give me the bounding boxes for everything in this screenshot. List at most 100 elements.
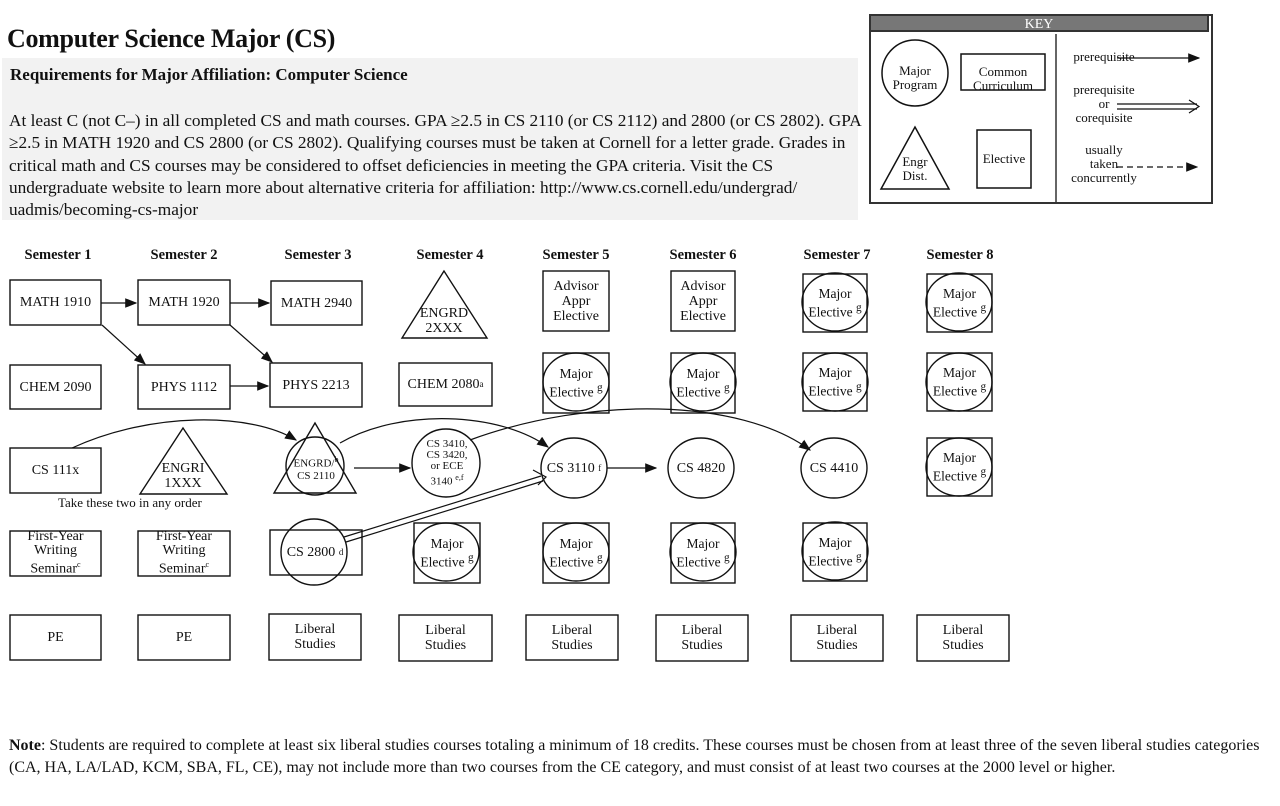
major-elective-7c-box: [802, 522, 868, 582]
cs4410-circle: [800, 437, 868, 499]
cs2800-label: CS 2800 d: [286, 544, 344, 560]
cs111x-box: [9, 447, 102, 494]
cs111x-label: CS 111x: [31, 463, 80, 478]
math1910-label: MATH 1910: [19, 295, 92, 310]
cs4410-label: CS 4410: [809, 460, 859, 476]
math2940-box: [270, 280, 363, 326]
cs3410-circle: [411, 428, 481, 498]
semester-7-header: Semester 7: [803, 247, 871, 263]
engrd2xxx-triangle: [400, 269, 489, 339]
liberal-5-box: [525, 614, 619, 661]
key-elective-label: Elective: [982, 151, 1026, 166]
any-order-note: Take these two in any order: [58, 495, 202, 510]
liberal-7-box: [790, 614, 884, 662]
fws-1-box: [9, 530, 102, 577]
engri1xxx-triangle: [138, 426, 229, 495]
arrow-math1920-phys2213: [229, 324, 273, 363]
semester-1-header: Semester 1: [24, 247, 92, 263]
pe-2-label: PE: [175, 630, 193, 645]
major-elective-7a-box: [802, 273, 868, 333]
arrow-math1910-phys1112: [101, 324, 146, 365]
phys1112-box: [137, 364, 231, 410]
math2940-label: MATH 2940: [280, 295, 353, 311]
cs4820-circle: [667, 437, 735, 499]
phys2213-box: [269, 362, 363, 408]
phys1112-label: PHYS 1112: [150, 379, 218, 395]
requirements-heading: Requirements for Major Affiliation: Comp…: [10, 65, 408, 84]
cs3110-label: CS 3110 f: [546, 460, 602, 476]
advisor-elective-6-box: [670, 270, 736, 332]
key-title: KEY: [869, 14, 1209, 32]
engrd-cs2110-triangle: [272, 421, 358, 494]
cs4820-label: CS 4820: [676, 460, 726, 476]
phys2213-label: PHYS 2213: [282, 377, 350, 393]
page-title: Computer Science Major (CS): [7, 24, 336, 53]
liberal-6-box: [655, 614, 749, 662]
liberal-3-box: [268, 613, 362, 661]
key-coreq-arrow: [1188, 99, 1201, 114]
fws-2-box: [137, 530, 231, 577]
cs2110-circle: [285, 436, 345, 496]
arrow-cs2800-cs3110: [532, 469, 547, 486]
chem2080-box: [398, 362, 493, 407]
semester-4-header: Semester 4: [416, 247, 484, 263]
semester-6-header: Semester 6: [669, 247, 737, 263]
key-elective-shape: [976, 129, 1032, 189]
liberal-studies-note: Note: Students are required to complete …: [9, 737, 1260, 776]
arrow-cs3410-cs4410: [469, 408, 811, 451]
requirements-text: At least C (not C–) in all completed CS …: [9, 111, 861, 220]
math1920-label: MATH 1920: [148, 295, 220, 310]
key-prereq-label: prerequisite: [1073, 49, 1135, 64]
arrow-cs111x-cs2110: [71, 419, 298, 449]
key-shapes: [879, 34, 1201, 202]
chem2090-box: [9, 364, 102, 410]
semester-5-header: Semester 5: [542, 247, 610, 263]
flowchart-shapes: [9, 269, 1010, 662]
advisor-elective-5-box: [542, 270, 610, 332]
cs2800-box: [269, 529, 363, 576]
key-common-curriculum-shape: [960, 53, 1046, 91]
liberal-8-box: [916, 614, 1010, 662]
semester-2-header: Semester 2: [150, 247, 218, 263]
pe-1-label: PE: [47, 630, 64, 645]
requirements-panel: [2, 58, 858, 220]
semester-3-header: Semester 3: [284, 247, 352, 263]
pe-1-box: [9, 614, 102, 661]
key-major-program-shape: [881, 39, 949, 107]
key-engr-dist-shape: [879, 125, 951, 190]
arrow-cs2110-cs3110: [339, 418, 549, 448]
pe-2-box: [137, 614, 231, 661]
chem2090-label: CHEM 2090: [19, 379, 92, 395]
semester-8-header: Semester 8: [926, 247, 994, 263]
liberal-4-box: [398, 614, 493, 662]
